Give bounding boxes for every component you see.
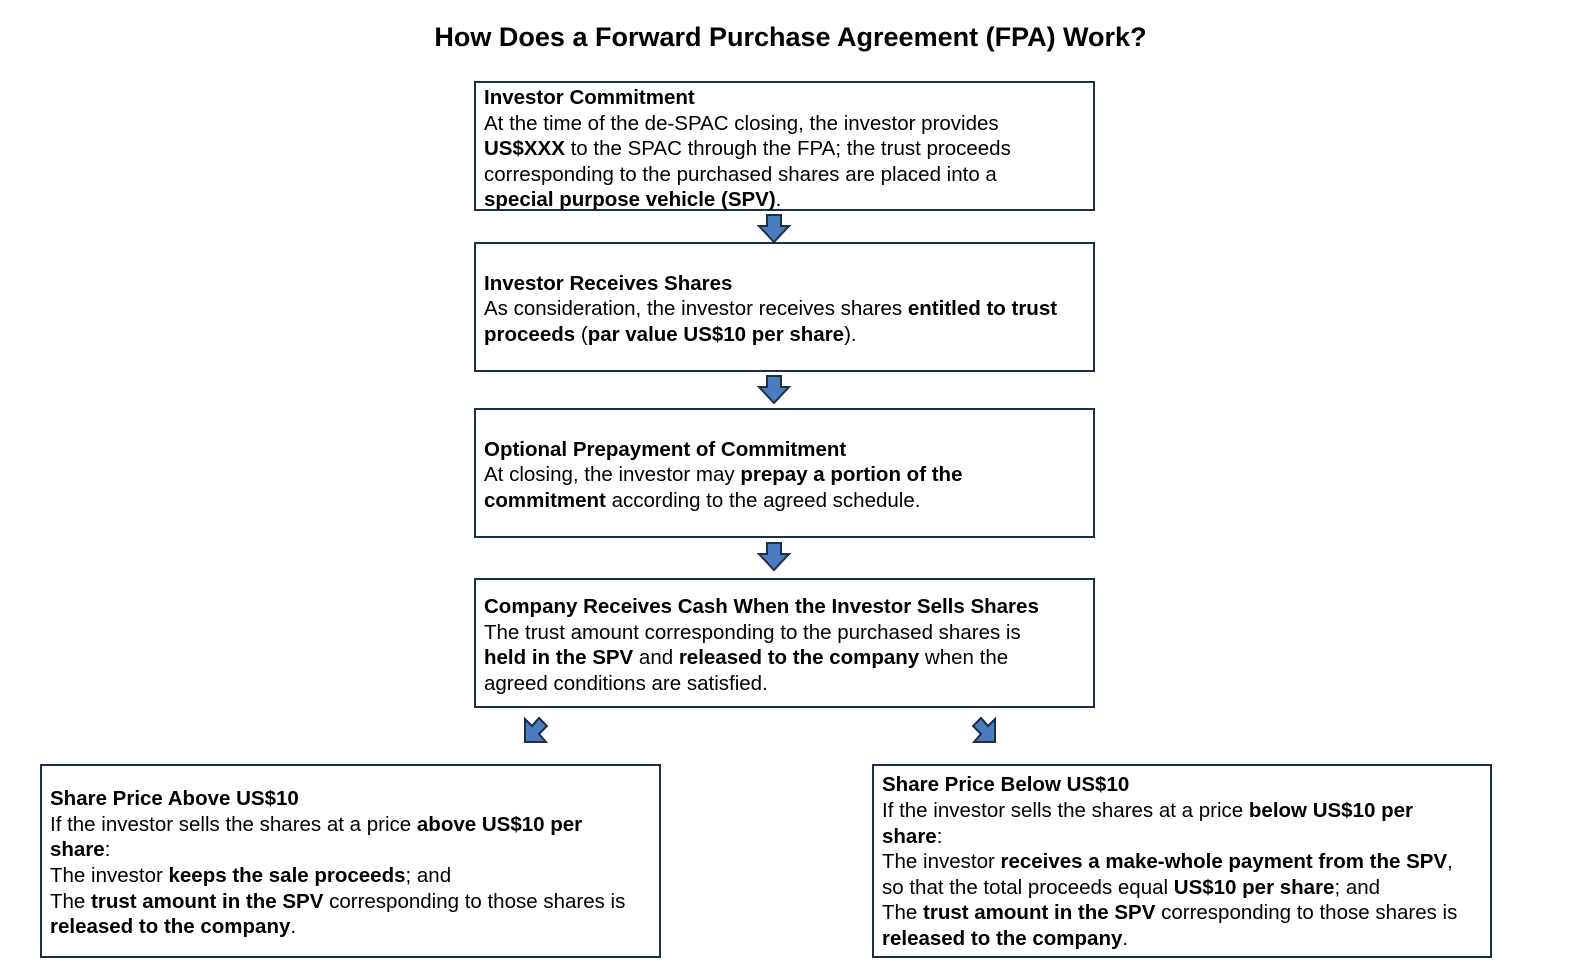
bold-text: trust amount in the SPV [923, 901, 1156, 925]
bold-text: keeps the sale proceeds [168, 864, 406, 887]
text: If the investor sells the shares at a pr… [882, 799, 1249, 823]
text-line: share: [50, 837, 651, 863]
bold-text: above US$10 per [416, 812, 583, 836]
bold-text: par value US$10 per share [587, 322, 845, 346]
text-line: If the investor sells the shares at a pr… [50, 812, 651, 838]
text: The [882, 901, 924, 925]
step-body: At the time of the de-SPAC closing, the … [484, 111, 1085, 213]
outcome-heading: Share Price Above US$10 [50, 787, 299, 811]
text-line: released to the company. [882, 926, 1482, 952]
outcome-price-above: Share Price Above US$10 If the investor … [40, 764, 661, 958]
step-heading: Investor Receives Shares [484, 271, 733, 295]
text: so that the total proceeds equal [882, 875, 1174, 899]
bold-text: prepay a portion of the [740, 463, 963, 487]
bold-text: below US$10 per [1248, 799, 1413, 823]
text: : [936, 824, 943, 848]
arrow-down-icon [756, 214, 792, 244]
step-company-receives-cash: Company Receives Cash When the Investor … [474, 578, 1095, 708]
text: corresponding to the purchased shares ar… [484, 162, 997, 186]
text-line: agreed conditions are satisfied. [484, 671, 1085, 697]
text: The investor [50, 864, 169, 887]
text: The investor [882, 850, 1001, 874]
bold-text: released to the company [678, 646, 920, 670]
outcome-body: If the investor sells the shares at a pr… [882, 798, 1482, 952]
step-body: As consideration, the investor receives … [484, 296, 1085, 347]
text: corresponding to those shares is [1155, 901, 1458, 925]
step-heading: Investor Commitment [484, 86, 695, 109]
step-heading: Optional Prepayment of Commitment [484, 437, 847, 461]
text-line: corresponding to the purchased shares ar… [484, 162, 1085, 188]
text: At closing, the investor may [484, 463, 741, 487]
diagram-title: How Does a Forward Purchase Agreement (F… [434, 22, 1147, 52]
bold-text: share [882, 824, 937, 848]
text: corresponding to those shares is [323, 889, 626, 913]
text: ). [844, 322, 857, 346]
text-line: The trust amount in the SPV correspondin… [882, 900, 1482, 926]
text: , [1447, 850, 1453, 874]
text: agreed conditions are satisfied. [484, 671, 768, 695]
text-line: The investor keeps the sale proceeds; an… [50, 863, 651, 889]
text: At the time of the de-SPAC closing, the … [484, 111, 999, 135]
text-line: As consideration, the investor receives … [484, 296, 1085, 322]
text: If the investor sells the shares at a pr… [50, 812, 417, 836]
text: ; and [405, 864, 452, 887]
arrow-down-right-icon [971, 716, 996, 743]
bold-text: entitled to trust [907, 297, 1058, 321]
text: ( [575, 322, 588, 346]
text: : [104, 838, 111, 862]
text-line: held in the SPV and released to the comp… [484, 645, 1085, 671]
text: The [50, 889, 92, 913]
text-line: The trust amount in the SPV correspondin… [50, 889, 651, 915]
text-line: The trust amount corresponding to the pu… [484, 620, 1085, 646]
bold-text: held in the SPV [484, 646, 634, 670]
bold-text: released to the company [882, 926, 1123, 950]
step-body: At closing, the investor may prepay a po… [484, 462, 1085, 513]
text-line: special purpose vehicle (SPV). [484, 187, 1085, 213]
bold-text: special purpose vehicle (SPV) [484, 188, 776, 212]
text-line: At closing, the investor may prepay a po… [484, 462, 1085, 488]
text: . [1122, 926, 1129, 950]
arrow-down-icon [756, 542, 792, 572]
text-line: so that the total proceeds equal US$10 p… [882, 875, 1482, 901]
bold-text: released to the company [50, 915, 291, 939]
step-optional-prepayment: Optional Prepayment of Commitment At clo… [474, 408, 1095, 538]
text: The trust amount corresponding to the pu… [484, 620, 1021, 644]
text-line: share: [882, 824, 1482, 850]
text: As consideration, the investor receives … [484, 297, 908, 321]
bold-text: proceeds [484, 322, 576, 346]
bold-text: share [50, 838, 105, 862]
outcome-heading: Share Price Below US$10 [882, 773, 1130, 797]
outcome-body: If the investor sells the shares at a pr… [50, 812, 651, 940]
text: . [290, 915, 297, 939]
step-investor-receives-shares: Investor Receives Shares As consideratio… [474, 242, 1095, 372]
step-investor-commitment: Investor Commitment At the time of the d… [474, 81, 1095, 211]
text: to the SPAC through the FPA; the trust p… [564, 137, 1011, 161]
text-line: proceeds (par value US$10 per share). [484, 322, 1085, 348]
text-line: At the time of the de-SPAC closing, the … [484, 111, 1085, 137]
step-body: The trust amount corresponding to the pu… [484, 620, 1085, 697]
text-line: If the investor sells the shares at a pr… [882, 798, 1482, 824]
arrow-down-left-icon [524, 716, 549, 743]
text-line: commitment according to the agreed sched… [484, 488, 1085, 514]
step-heading: Company Receives Cash When the Investor … [484, 595, 1039, 618]
text: according to the agreed schedule. [605, 488, 921, 512]
text-line: The investor receives a make-whole payme… [882, 849, 1482, 875]
text-line: released to the company. [50, 914, 651, 940]
text: and [633, 646, 679, 670]
outcome-price-below: Share Price Below US$10 If the investor … [872, 764, 1492, 958]
arrow-down-icon [756, 375, 792, 405]
bold-text: US$10 per share [1173, 875, 1335, 899]
text-line: US$XXX to the SPAC through the FPA; the … [484, 136, 1085, 162]
text: ; and [1334, 875, 1381, 899]
bold-text: receives a make-whole payment from the S… [1000, 850, 1448, 874]
text: when the [919, 646, 1009, 670]
bold-text: trust amount in the SPV [91, 889, 324, 913]
bold-text: US$XXX [484, 137, 565, 161]
bold-text: commitment [484, 488, 606, 512]
text: . [775, 188, 782, 212]
